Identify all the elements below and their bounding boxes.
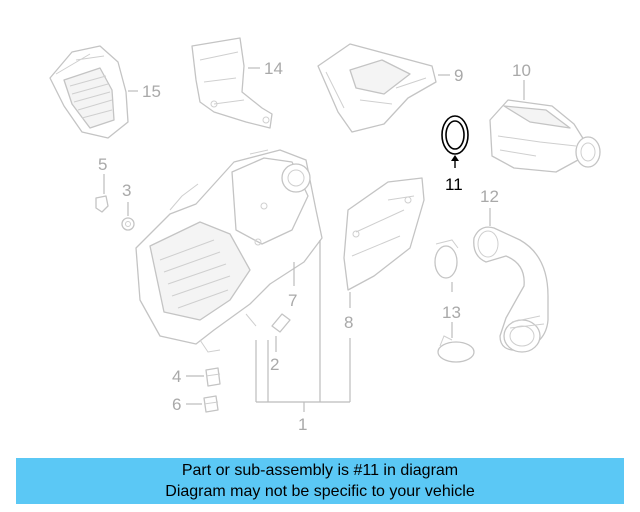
part-12-hose	[473, 226, 549, 353]
banner-line-disclaimer: Diagram may not be specific to your vehi…	[165, 483, 475, 500]
part-13-clamps	[434, 239, 475, 363]
callout-11: 11	[445, 175, 463, 194]
part-6-grommet	[203, 395, 219, 413]
leader-1-bracket	[255, 240, 351, 412]
part-8-shield	[343, 177, 425, 291]
diagram-notice-banner: Part or sub-assembly is #11 in diagram D…	[16, 458, 624, 504]
part-3-nut	[121, 217, 135, 231]
callout-12: 12	[480, 187, 499, 206]
callout-8: 8	[344, 313, 353, 332]
callout-1: 1	[298, 415, 307, 434]
part-15-intake-duct	[49, 45, 129, 139]
exploded-parts-diagram: 15 14 9 10	[49, 37, 601, 434]
part-5-bolt	[95, 195, 109, 213]
callout-10: 10	[512, 61, 531, 80]
part-4-grommet	[205, 367, 221, 387]
callout-2: 2	[270, 355, 279, 374]
part-9-cover	[317, 43, 437, 133]
callout-4: 4	[172, 367, 181, 386]
part-11-seal-ring	[441, 115, 469, 155]
part-14-bracket	[191, 37, 273, 129]
callout-7: 7	[288, 291, 297, 310]
callout-15: 15	[142, 82, 161, 101]
callout-9: 9	[454, 66, 463, 85]
part-2-clip	[271, 313, 291, 333]
callout-5: 5	[98, 155, 107, 174]
callout-13: 13	[442, 303, 461, 322]
callout-3: 3	[122, 181, 131, 200]
air-filter-housing	[135, 149, 323, 353]
banner-line-part: Part or sub-assembly is #11 in diagram	[181, 462, 459, 479]
part-10-air-mass-meter	[489, 99, 601, 173]
callout-14: 14	[264, 59, 283, 78]
callout-6: 6	[172, 395, 181, 414]
arrow-11	[451, 155, 459, 161]
